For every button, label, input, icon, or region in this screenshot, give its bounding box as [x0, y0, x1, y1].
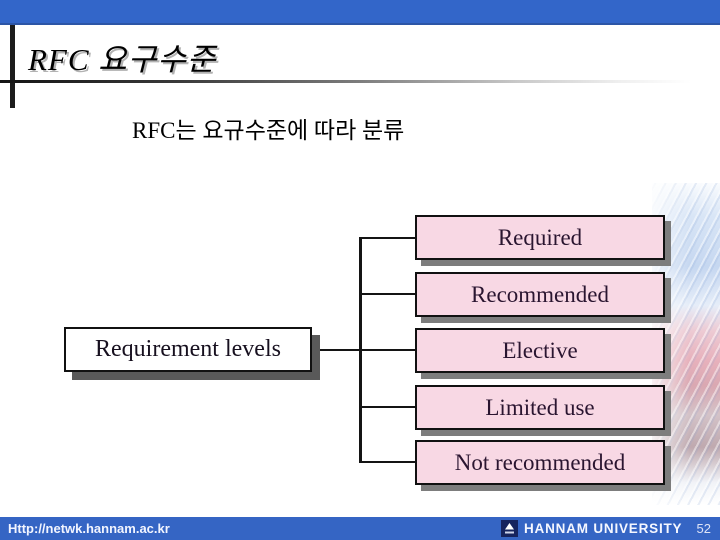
footer-url: Http://netwk.hannam.ac.kr: [8, 521, 170, 536]
diagram-box-not-recommended: Not recommended: [415, 440, 665, 485]
connector-branch-not-recommended: [359, 461, 415, 463]
diagram-box-required: Required: [415, 215, 665, 260]
title-horizontal-rule: [0, 80, 720, 83]
top-accent-bar: [0, 0, 720, 25]
footer-page-number: 52: [696, 521, 711, 536]
footer-university-name: HANNAM UNIVERSITY: [524, 521, 683, 536]
diagram-box-recommended: Recommended: [415, 272, 665, 317]
diagram-root-box: Requirement levels: [64, 327, 312, 372]
connector-branch-required: [359, 237, 415, 239]
footer-bar: Http://netwk.hannam.ac.kr HANNAM UNIVERS…: [0, 517, 720, 540]
connector-branch-recommended: [359, 293, 415, 295]
diagram-box-elective: Elective: [415, 328, 665, 373]
diagram-box-limited-use: Limited use: [415, 385, 665, 430]
title-vertical-rule: [10, 25, 15, 108]
slide-title: RFC 요구수준: [28, 42, 217, 77]
hannam-university-logo-icon: [501, 520, 518, 537]
connector-branch-limited-use: [359, 406, 415, 408]
connector-root-link: [310, 349, 415, 351]
slide-subtitle: RFC는 요규수준에 따라 분류: [132, 118, 405, 143]
